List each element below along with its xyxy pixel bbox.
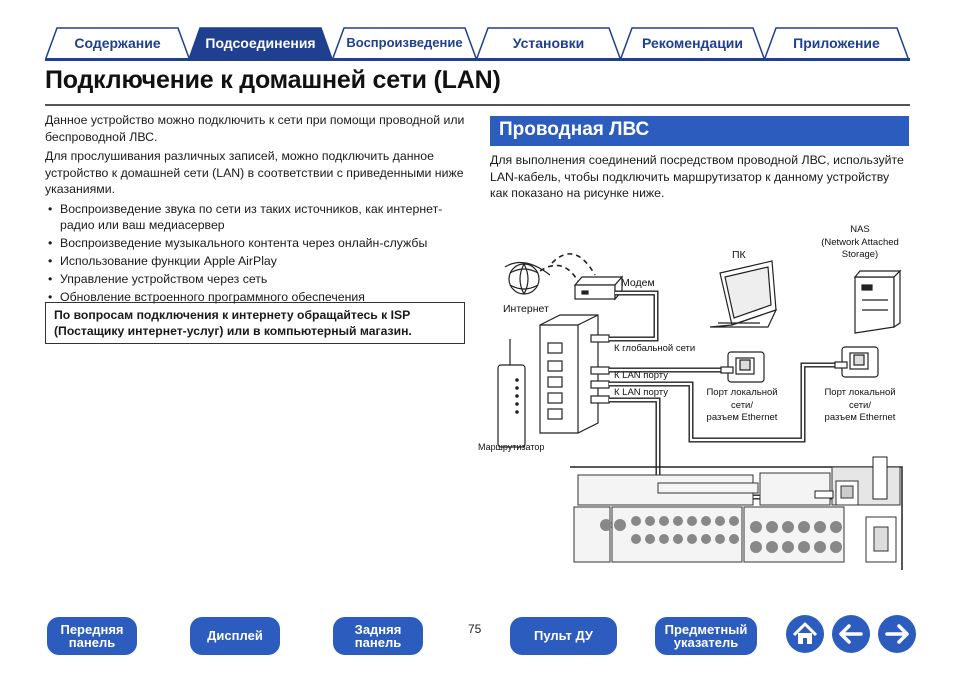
tab-shape [476, 27, 621, 59]
rear-panel-button[interactable]: Задняя панель [333, 617, 423, 655]
tab-connections[interactable]: Подсоединения [188, 27, 333, 59]
connection-drawing [497, 253, 903, 570]
tab-bar: Содержание Подсоединения Воспроизведение… [45, 27, 910, 59]
tab-playback-label: Воспроизведение [346, 35, 463, 50]
list-item: Использование функции Apple AirPlay [45, 253, 465, 270]
router-back-panel [539, 314, 599, 434]
wired-lan-diagram: Интернет Модем ПК NAS (Network Attached … [470, 215, 910, 575]
arrow-right-icon [878, 615, 916, 653]
globe-icon [504, 261, 551, 295]
tab-tips[interactable]: Рекомендации [620, 27, 765, 59]
list-item: Обновление встроенного программного обес… [45, 289, 465, 306]
internet-link [539, 253, 596, 286]
nas-icon [853, 269, 902, 334]
section-title: Проводная ЛВС [490, 116, 909, 146]
nas-port [834, 346, 879, 378]
receiver-jacks [600, 516, 842, 553]
tab-contents[interactable]: Содержание [45, 27, 190, 59]
lan-label-1: К LAN порту [614, 370, 669, 381]
intro-paragraph-1: Данное устройство можно подключить к сет… [45, 113, 465, 144]
tab-settings[interactable]: Установки [476, 27, 621, 59]
list-item: Управление устройством через сеть [45, 271, 465, 288]
nas-port-label-line: сети/ [848, 399, 871, 411]
modem-icon [573, 275, 624, 301]
page-title: Подключение к домашней сети (LAN) [45, 66, 501, 94]
display-button[interactable]: Дисплей [190, 617, 280, 655]
nas-port-label: Порт локальной сети/ разъем Ethernet [810, 387, 910, 425]
tab-shape-active [188, 27, 333, 59]
wan-label: К глобальной сети [614, 343, 696, 354]
pc-port-label-line: сети/ [730, 399, 753, 411]
nas-label-line: (Network Attached [821, 236, 899, 248]
index-button[interactable]: Предметный указатель [655, 617, 757, 655]
use-case-list: Воспроизведение звука по сети из таких и… [45, 201, 465, 306]
tab-shape [620, 27, 765, 59]
tab-tips-label: Рекомендации [641, 34, 744, 51]
back-button[interactable] [831, 614, 871, 654]
remote-control-button[interactable]: Пульт ДУ [510, 617, 617, 655]
tab-settings-label: Установки [512, 34, 585, 51]
isp-note: По вопросам подключения к интернету обра… [45, 302, 465, 344]
forward-button[interactable] [877, 614, 917, 654]
nas-label: NAS (Network Attached Storage) [810, 224, 910, 262]
pc-port-label: Порт локальной сети/ разъем Ethernet [692, 387, 792, 425]
home-icon [786, 615, 824, 653]
title-divider [45, 104, 910, 106]
pc-port-label-line: разъем Ethernet [706, 412, 778, 423]
pc-label: ПК [732, 249, 746, 261]
router-label: Маршрутизатор [478, 442, 545, 452]
home-button[interactable] [785, 614, 825, 654]
tab-shape [764, 27, 909, 59]
router-icon [497, 339, 526, 448]
tab-appendix-label: Приложение [793, 34, 880, 51]
modem-label: Модем [621, 277, 655, 289]
nas-port-label-line: Порт локальной [824, 387, 896, 398]
nas-label-line: NAS [850, 224, 870, 235]
list-item: Воспроизведение музыкального контента че… [45, 235, 465, 252]
list-item: Воспроизведение звука по сети из таких и… [45, 201, 465, 234]
arrow-left-icon [832, 615, 870, 653]
pc-port [720, 351, 765, 383]
tab-shape [45, 27, 190, 59]
lan-label-2: К LAN порту [614, 387, 669, 398]
nas-port-label-line: разъем Ethernet [824, 412, 896, 423]
laptop-icon [709, 260, 778, 328]
pc-port-label-line: Порт локальной [706, 387, 778, 398]
tab-playback[interactable]: Воспроизведение [332, 27, 477, 59]
receiver-back-panel [570, 456, 903, 570]
tab-underline [45, 58, 910, 61]
tab-contents-label: Содержание [74, 34, 161, 51]
tab-shape [332, 27, 477, 59]
modem-cable [609, 290, 659, 342]
page-number: 75 [468, 622, 482, 636]
nas-label-line: Storage) [841, 249, 879, 260]
tab-appendix[interactable]: Приложение [764, 27, 909, 59]
section-description: Для выполнения соединений посредством пр… [490, 153, 904, 200]
tab-connections-label: Подсоединения [205, 34, 316, 51]
internet-label: Интернет [503, 303, 549, 315]
intro-text: Данное устройство можно подключить к сет… [45, 112, 465, 307]
intro-paragraph-2: Для прослушивания различных записей, мож… [45, 149, 464, 196]
front-panel-button[interactable]: Передняя панель [47, 617, 137, 655]
